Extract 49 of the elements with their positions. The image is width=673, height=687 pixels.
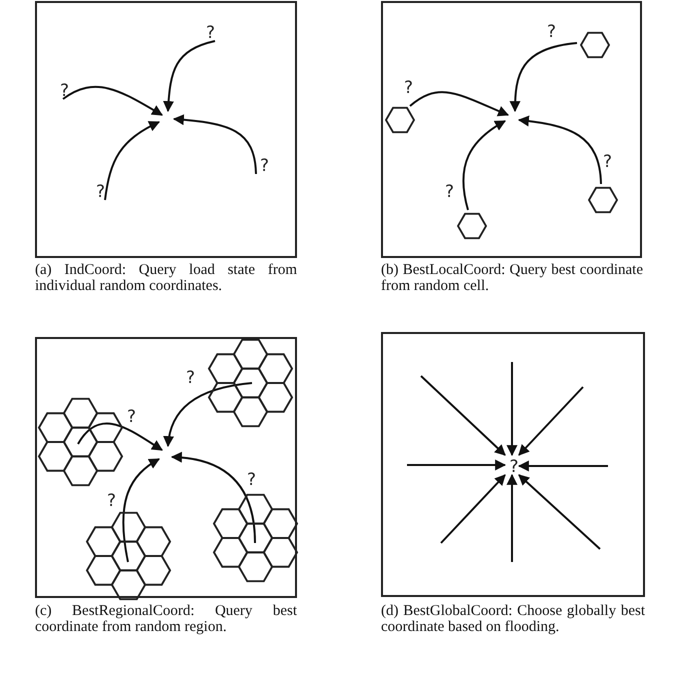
hexagon-cluster (208, 339, 293, 427)
hexagon-cell (456, 212, 488, 240)
arrow (506, 362, 518, 456)
edge-label: ? (247, 470, 256, 490)
question-mark: ? (258, 156, 271, 176)
question-mark: ? (94, 182, 107, 202)
edge-label: ? (547, 22, 556, 42)
panel-frame (35, 1, 297, 258)
arrow (122, 458, 160, 562)
hexagon-cluster (86, 512, 171, 600)
hexagon-cell (587, 186, 619, 214)
arrow (164, 382, 252, 448)
panel-frame (381, 1, 642, 258)
edge-label: ? (404, 78, 414, 98)
hexagon-cell (384, 106, 416, 134)
arrow (172, 114, 257, 174)
arrow (518, 386, 584, 456)
arrow (518, 474, 601, 550)
question-mark: ? (507, 457, 521, 477)
hexagon-cluster (213, 494, 298, 582)
arrow (104, 121, 160, 200)
edge-label: ? (445, 182, 454, 202)
arrow (506, 474, 518, 562)
edge-label: ? (186, 368, 196, 388)
arrow (518, 116, 602, 184)
edge-label: ? (107, 491, 116, 511)
arrow (518, 460, 608, 472)
question-mark: ? (58, 81, 71, 101)
figure-caption: (d) BestGlobalCoord: Choose globally best coordinate based on flooding. (381, 603, 645, 635)
arrow (163, 40, 216, 112)
question-mark: ? (204, 23, 217, 43)
arrow (462, 120, 506, 210)
figure-caption: (a) IndCoord: Query load state from individual random coordinates. (35, 262, 297, 294)
edge-label: ? (127, 407, 136, 427)
arrow (440, 474, 506, 544)
edge-label: ? (603, 152, 612, 172)
arrow (170, 452, 256, 544)
arrow (409, 91, 509, 116)
hexagon-cluster (38, 398, 123, 486)
panel-frame (381, 332, 645, 597)
arrow (407, 460, 506, 470)
arrow (420, 375, 506, 456)
arrow (510, 42, 578, 112)
figure-caption: (c) BestRegionalCoord: Query best coordinate from random region. (35, 603, 297, 635)
arrow (77, 422, 163, 451)
hexagon-cell (579, 31, 611, 59)
panel-frame (35, 337, 297, 598)
arrow (62, 86, 163, 116)
figure-caption: (b) BestLocalCoord: Query best coordinate from random cell. (381, 262, 643, 294)
